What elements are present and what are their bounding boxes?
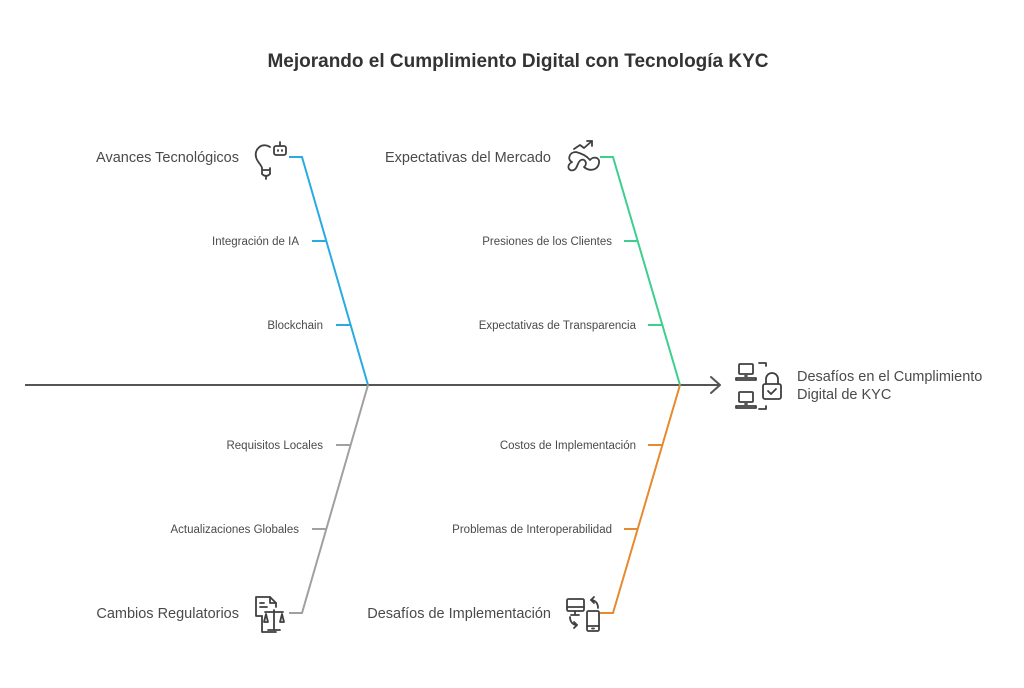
cause-label: Blockchain <box>267 320 323 332</box>
arrow-head-icon <box>710 376 721 394</box>
cause-label: Problemas de Interoperabilidad <box>452 524 612 536</box>
cause-label: Costos de Implementación <box>500 440 636 452</box>
category-label: Avances Tecnológicos <box>96 150 239 166</box>
cause-label: Actualizaciones Globales <box>171 524 300 536</box>
cause-label: Expectativas de Transparencia <box>479 320 637 332</box>
category-label: Desafíos de Implementación <box>367 606 551 622</box>
category-label: Expectativas del Mercado <box>385 150 551 166</box>
effect-label-line1: Desafíos en el Cumplimiento <box>797 369 982 385</box>
devices-sync-icon <box>566 596 600 632</box>
diagram-title: Mejorando el Cumplimiento Digital con Te… <box>267 51 768 72</box>
cause-label: Requisitos Locales <box>226 440 323 452</box>
branch-avances-tecnologicos: Avances Tecnológicos Integración de IA B… <box>96 141 369 386</box>
trend-arrow-scribble-icon <box>567 140 600 172</box>
cause-label: Presiones de los Clientes <box>482 236 612 248</box>
spine <box>25 376 721 394</box>
effect-label-line2: Digital de KYC <box>797 387 891 403</box>
branch-cambios-regulatorios: Cambios Regulatorios Requisitos Locales … <box>96 384 369 633</box>
branch-expectativas-mercado: Expectativas del Mercado Presiones de lo… <box>385 140 681 386</box>
lightbulb-robot-icon <box>254 141 287 180</box>
laptops-lock-icon <box>735 362 782 410</box>
document-scales-icon <box>255 596 285 633</box>
effect-head: Desafíos en el Cumplimiento Digital de K… <box>735 362 982 410</box>
branch-desafios-implementacion: Desafíos de Implementación Costos de Imp… <box>367 384 681 632</box>
cause-label: Integración de IA <box>212 236 299 248</box>
category-label: Cambios Regulatorios <box>96 606 239 622</box>
